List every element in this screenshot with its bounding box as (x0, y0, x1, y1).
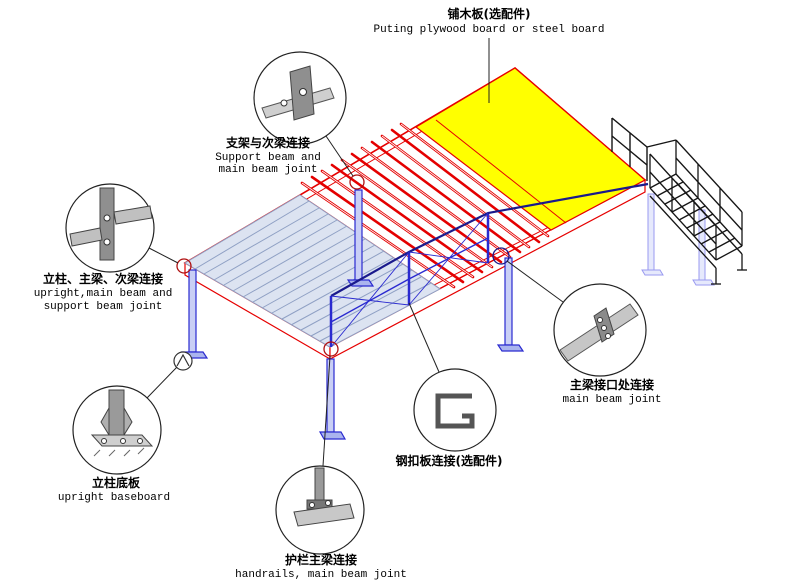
callout-main-beam-joint (553, 283, 647, 377)
label-support-joint-en1: Support beam and (215, 152, 321, 164)
labels: 铺木板(选配件) Puting plywood board or steel b… (34, 6, 662, 581)
label-main-beam-joint-en: main beam joint (562, 394, 661, 406)
label-upright-joint-en1: upright,main beam and (34, 288, 173, 300)
label-handrail-joint-en: handrails, main beam joint (235, 569, 407, 581)
staircase (649, 139, 747, 285)
marker-upright-joint (176, 258, 192, 274)
grating-deck (184, 194, 441, 348)
callout-support-joint (253, 51, 347, 145)
callout-buckle-plate (413, 368, 497, 452)
label-baseboard-en: upright baseboard (58, 492, 170, 504)
label-buckle-plate-zh: 钢扣板连接(选配件) (396, 453, 503, 468)
label-upright-joint-zh: 立柱、主梁、次梁连接 (43, 271, 163, 286)
callout-baseboard (72, 385, 162, 475)
callout-handrail-joint (275, 465, 365, 555)
label-baseboard-zh: 立柱底板 (92, 475, 141, 490)
marker-baseboard (173, 351, 193, 371)
marker-support-joint (349, 174, 365, 190)
platform-guardrail (611, 117, 677, 181)
leader-lines (146, 38, 564, 467)
handrail (329, 182, 649, 348)
joint-markers (173, 174, 510, 371)
callout-upright-joint (65, 183, 155, 273)
marker-handrail-joint (323, 341, 339, 357)
marker-baseboard-glyph (176, 353, 190, 367)
label-handrail-joint-zh: 护栏主梁连接 (285, 552, 357, 567)
label-support-joint-en2: main beam joint (218, 164, 317, 176)
plywood-board (414, 67, 647, 231)
label-support-joint-zh: 支架与次梁连接 (225, 135, 310, 150)
label-main-beam-joint-zh: 主梁接口处连接 (570, 377, 654, 392)
label-upright-joint-en2: support beam joint (44, 301, 163, 313)
label-plywood-en: Puting plywood board or steel board (373, 24, 604, 36)
marker-main-beam-joint (492, 247, 510, 265)
label-plywood-zh: 铺木板(选配件) (448, 6, 531, 21)
